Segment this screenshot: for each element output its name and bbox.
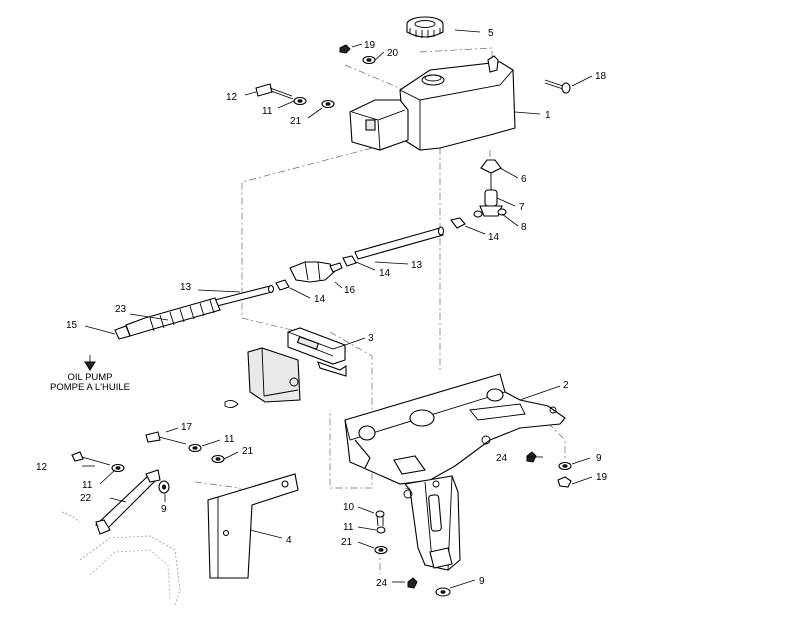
callout-11-lower: 11 [224, 434, 235, 445]
hose-13-lower-and-sleeve-23 [114, 284, 275, 340]
callout-11-bottom: 11 [343, 522, 354, 533]
arrow-down-icon [84, 361, 96, 371]
leader-lines [82, 29, 593, 589]
callout-12-top: 12 [226, 92, 238, 103]
callout-13-upper: 13 [411, 260, 423, 271]
module-box [224, 347, 301, 409]
callout-21-top: 21 [290, 116, 302, 127]
hardware-19-20 [339, 44, 376, 65]
oil-pump-label-en: OIL PUMP [67, 372, 112, 383]
callout-3: 3 [368, 333, 374, 344]
callout-1: 1 [545, 110, 551, 121]
callout-22: 22 [80, 493, 92, 504]
callout-24-right: 24 [496, 453, 508, 464]
bracket-3 [287, 327, 347, 377]
callout-9-right: 9 [596, 453, 602, 464]
inline-filter-16 [289, 261, 343, 283]
callout-9-bottom: 9 [479, 576, 485, 587]
callout-2: 2 [563, 380, 569, 391]
hardware-lower-left [71, 431, 225, 494]
callout-6: 6 [521, 174, 527, 185]
callout-7: 7 [519, 202, 525, 213]
callout-12-lower: 12 [36, 462, 48, 473]
oil-pump-label-fr: POMPE A L'HUILE [50, 382, 130, 393]
filler-cap [406, 16, 444, 38]
callout-9-left: 9 [161, 504, 167, 515]
callout-4: 4 [286, 535, 292, 546]
callout-8: 8 [521, 222, 527, 233]
callout-19-right: 19 [596, 472, 608, 483]
grommet-6 [480, 159, 502, 174]
screw-18 [544, 79, 571, 94]
valve-7 [484, 189, 498, 207]
callout-17: 17 [181, 422, 193, 433]
engine-outline [61, 511, 181, 606]
hardware-12-11-21-top [255, 83, 335, 109]
stay-rod-22 [95, 469, 161, 535]
callout-14-right: 14 [488, 232, 500, 243]
support-bracket-2 [344, 373, 566, 571]
callout-13-lower: 13 [180, 282, 192, 293]
callout-10: 10 [343, 502, 355, 513]
callout-18: 18 [595, 71, 607, 82]
callout-16: 16 [344, 285, 356, 296]
oil-tank [349, 55, 516, 151]
callout-21-bottom: 21 [341, 537, 353, 548]
callout-5: 5 [488, 28, 494, 39]
clamp-15 [114, 325, 131, 340]
clamps-14 [275, 217, 466, 291]
callout-11-left: 11 [82, 480, 93, 491]
callout-15: 15 [66, 320, 78, 331]
callout-14-mid: 14 [379, 268, 391, 279]
oil-pump-direction: OIL PUMP POMPE A L'HUILE [50, 355, 130, 393]
callout-21-lower: 21 [242, 446, 254, 457]
callout-19-top: 19 [364, 40, 376, 51]
outlet-fitting [473, 159, 507, 218]
plate-4 [207, 473, 299, 579]
elbow-8 [479, 205, 503, 217]
hose-13-upper [354, 226, 445, 260]
callout-numbers: 5 19 20 18 1 12 11 21 6 7 8 14 13 14 16 … [36, 28, 608, 589]
callout-24-bottom: 24 [376, 578, 388, 589]
callout-11-top: 11 [262, 106, 273, 117]
callout-14-left: 14 [314, 294, 326, 305]
tank-mount-tab [365, 119, 376, 131]
callout-23: 23 [115, 304, 127, 315]
callout-20: 20 [387, 48, 399, 59]
